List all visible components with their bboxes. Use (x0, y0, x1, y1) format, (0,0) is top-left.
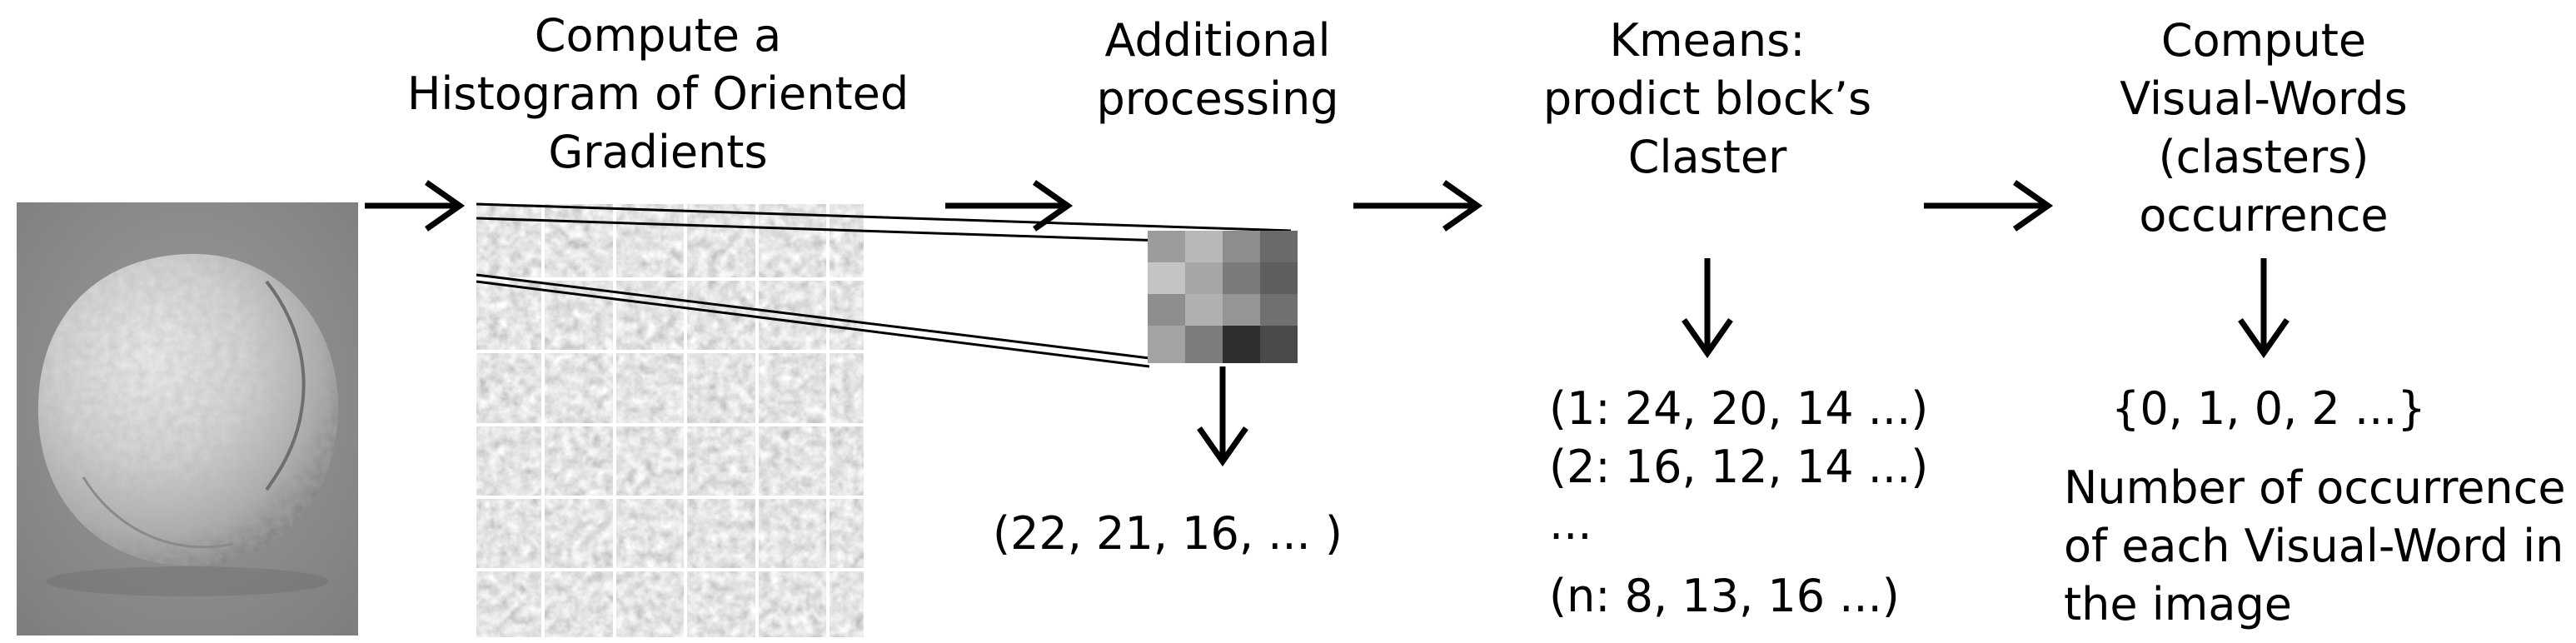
kmeans-title-line3: Claster (1627, 131, 1787, 183)
down-arrow (1197, 366, 1248, 467)
zoom-guide-lines (476, 202, 1292, 368)
hog-title-line1: Compute a (534, 9, 782, 62)
vw-caption-line3: the image (2064, 578, 2292, 631)
processing-title-line1: Additional (1104, 14, 1331, 67)
vw-title-line1: Compute (2160, 14, 2367, 67)
right-arrow (365, 180, 466, 232)
vw-vector: {0, 1, 0, 2 ...} (2111, 382, 2426, 435)
kmeans-row-4: (n: 8, 13, 16 ...) (1549, 570, 1900, 622)
block-patch (1148, 231, 1298, 363)
kmeans-row-2: (2: 16, 12, 14 ...) (1549, 441, 1929, 493)
right-arrow (1353, 180, 1483, 232)
kmeans-row-1: (1: 24, 20, 14 ...) (1549, 382, 1929, 435)
processing-vector: (22, 21, 16, ... ) (993, 507, 1343, 560)
kmeans-title-line2: prodict block’s (1542, 72, 1872, 125)
sample-photo (17, 202, 358, 636)
hog-grid-image (476, 204, 864, 637)
processing-title-line2: processing (1096, 72, 1339, 125)
kmeans-row-3: ... (1549, 497, 1592, 550)
vw-title-line4: occurrence (2139, 189, 2389, 242)
hog-title-line2: Histogram of Oriented (406, 67, 909, 120)
kmeans-title-line1: Kmeans: (1609, 14, 1806, 67)
hog-title-line3: Gradients (548, 126, 768, 178)
right-arrow (1924, 180, 2054, 232)
down-arrow (1682, 258, 1733, 359)
vw-caption-line1: Number of occurrence (2064, 461, 2566, 514)
down-arrow (2238, 258, 2290, 359)
vw-caption-line2: of each Visual-Word in (2064, 520, 2564, 572)
right-arrow (945, 180, 1074, 232)
vw-title-line3: (clasters) (2158, 131, 2369, 183)
vw-title-line2: Visual-Words (2120, 72, 2408, 125)
